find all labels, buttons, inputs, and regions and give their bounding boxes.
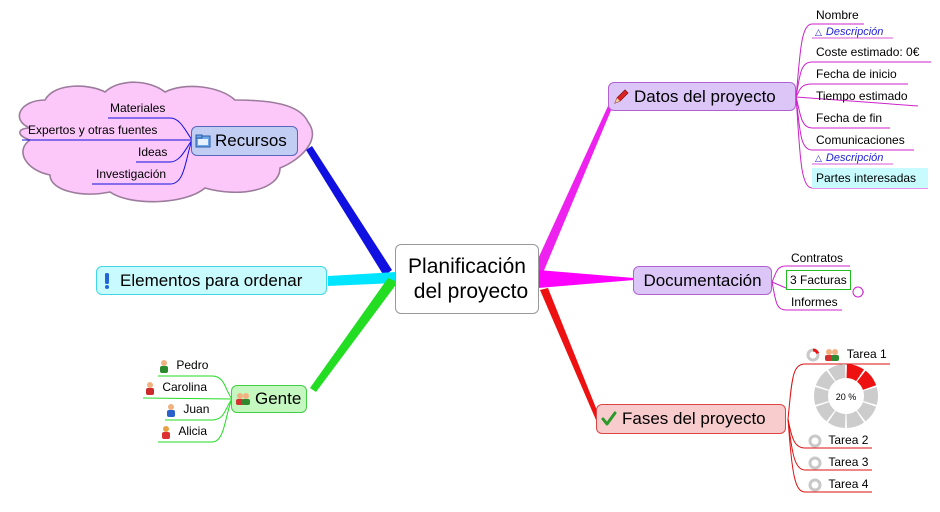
recursos-item-expertos[interactable]: Expertos y otras fuentes: [28, 123, 158, 137]
fases-item-tarea-3[interactable]: Tarea 3: [808, 455, 868, 470]
central-topic-line2: del proyecto: [413, 280, 529, 303]
progress-segment: [863, 387, 878, 405]
person-orange-icon: [162, 425, 170, 439]
documentacion-item-facturas[interactable]: 3 Facturas: [786, 270, 851, 290]
progress-empty-icon: [808, 478, 822, 492]
datos-item-partes[interactable]: Partes interesadas: [812, 168, 928, 188]
note-triangle-icon: △: [815, 27, 822, 37]
gente-item-label: Alicia: [178, 424, 208, 438]
person-green-icon: [160, 359, 168, 373]
folder-icon: [195, 134, 211, 148]
datos-item-nombre[interactable]: Nombre: [816, 8, 859, 22]
progress-segment: [857, 370, 877, 390]
progress-segment: [815, 370, 835, 390]
datos-note-descripcion-1: △Descripción: [815, 26, 883, 39]
elementos-topic[interactable]: Elementos para ordenar: [96, 266, 327, 295]
central-topic-line1: Planificación: [408, 255, 526, 278]
gente-sublines: [142, 375, 233, 443]
datos-sublines: [795, 23, 931, 189]
progress-small-icon: [806, 348, 820, 362]
progress-empty-icon: [808, 456, 822, 470]
documentacion-item-contratos[interactable]: Contratos: [791, 251, 844, 265]
progress-label: 20 %: [836, 392, 857, 402]
datos-topic[interactable]: Datos del proyecto: [608, 82, 796, 111]
pencil-icon: [614, 88, 629, 104]
branch-fases: [540, 288, 600, 420]
documentacion-sublines: [771, 265, 864, 311]
datos-item-coste[interactable]: Coste estimado: 0€: [816, 45, 920, 59]
gente-title: Gente: [255, 389, 302, 408]
people-icon: [236, 393, 250, 405]
branch-elementos: [328, 272, 396, 286]
branch-documentacion: [538, 270, 634, 288]
fases-sublines: [787, 363, 890, 493]
people-icon: [825, 349, 840, 361]
exclamation-icon: [105, 272, 109, 289]
gente-topic[interactable]: Gente: [231, 385, 307, 413]
documentacion-item-informes[interactable]: Informes: [791, 295, 838, 309]
datos-note-descripcion-2: △Descripción: [815, 152, 883, 165]
branch-gente: [310, 278, 398, 392]
fases-item-label: Tarea 1: [846, 347, 887, 362]
gente-item-label: Juan: [183, 402, 210, 416]
gente-item-alicia[interactable]: Alicia: [160, 424, 207, 439]
fases-topic[interactable]: Fases del proyecto: [596, 404, 786, 434]
datos-note-label: Descripción: [825, 152, 884, 164]
progress-ring: [814, 364, 878, 428]
recursos-cloud: [18, 81, 314, 203]
branch-datos: [532, 106, 612, 280]
fases-item-tarea-2[interactable]: Tarea 2: [808, 433, 868, 448]
documentacion-topic[interactable]: Documentación: [633, 266, 772, 295]
fases-item-label: Tarea 2: [828, 433, 869, 447]
datos-item-tiempo[interactable]: Tiempo estimado: [816, 89, 908, 103]
branch-recursos: [306, 146, 392, 276]
progress-segment: [827, 410, 846, 428]
recursos-topic[interactable]: Recursos: [191, 126, 298, 156]
note-triangle-icon: △: [815, 153, 822, 163]
checkmark-icon: [601, 411, 617, 426]
datos-note-label: Descripción: [825, 26, 884, 38]
recursos-title: Recursos: [215, 131, 287, 150]
datos-item-fecha-fin[interactable]: Fecha de fin: [816, 111, 883, 125]
fases-item-tarea-1[interactable]: Tarea 1: [806, 347, 887, 363]
recursos-sublines: [22, 117, 193, 185]
datos-item-comunicaciones[interactable]: Comunicaciones: [816, 133, 905, 147]
person-red-icon: [146, 381, 154, 395]
person-blue-icon: [167, 403, 175, 417]
progress-segment: [814, 387, 829, 405]
progress-segment: [846, 364, 865, 382]
fases-title: Fases del proyecto: [622, 409, 766, 428]
central-topic[interactable]: Planificación del proyecto: [395, 244, 539, 314]
recursos-item-ideas[interactable]: Ideas: [138, 145, 168, 159]
gente-item-pedro[interactable]: Pedro: [158, 358, 208, 373]
fases-item-tarea-4[interactable]: Tarea 4: [808, 477, 868, 492]
progress-segment: [827, 364, 846, 382]
documentacion-title: Documentación: [643, 270, 762, 290]
fases-item-label: Tarea 3: [828, 455, 869, 469]
gente-item-label: Pedro: [176, 358, 209, 372]
gente-item-carolina[interactable]: Carolina: [144, 380, 207, 395]
recursos-item-investigacion[interactable]: Investigación: [96, 167, 167, 181]
datos-item-fecha-inicio[interactable]: Fecha de inicio: [816, 67, 897, 81]
progress-segment: [815, 402, 835, 422]
elementos-title: Elementos para ordenar: [120, 270, 303, 290]
recursos-item-materiales[interactable]: Materiales: [110, 101, 166, 115]
fases-item-label: Tarea 4: [828, 477, 869, 491]
progress-empty-icon: [808, 434, 822, 448]
gente-item-juan[interactable]: Juan: [165, 402, 209, 417]
progress-segment: [857, 402, 877, 422]
gente-item-label: Carolina: [162, 380, 208, 394]
progress-segment: [846, 410, 865, 428]
datos-title: Datos del proyecto: [634, 86, 776, 106]
